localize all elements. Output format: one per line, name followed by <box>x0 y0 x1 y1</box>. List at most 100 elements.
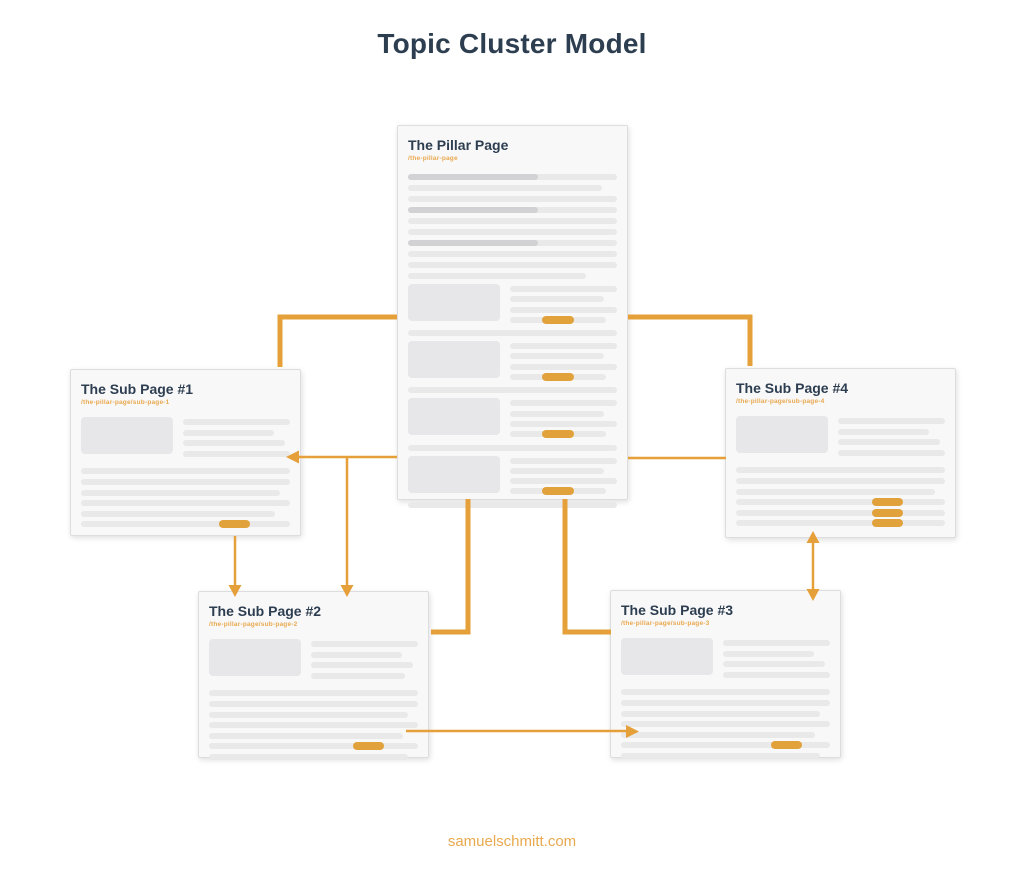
link-pill <box>871 498 903 507</box>
skeleton-line <box>838 428 929 435</box>
article-text-skeleton <box>183 417 290 461</box>
skeleton-line <box>81 520 290 529</box>
link-pill <box>541 373 574 382</box>
link-pill <box>541 430 574 439</box>
skeleton-line <box>408 262 617 268</box>
skeleton-line <box>408 273 586 279</box>
pillar-article-block <box>408 398 617 441</box>
skeleton-line <box>510 400 617 407</box>
skeleton-line <box>621 710 820 717</box>
article-text-skeleton <box>510 398 617 441</box>
sub-page-1-title: The Sub Page #1 <box>81 381 194 397</box>
skeleton-line <box>81 510 276 517</box>
skeleton-line <box>81 478 290 485</box>
article-text-skeleton <box>510 284 617 327</box>
article-block <box>621 638 830 682</box>
skeleton-line <box>311 651 402 658</box>
skeleton-line <box>408 240 617 246</box>
connector-pillar-to-sub2 <box>431 499 471 635</box>
skeleton-line <box>510 478 617 485</box>
skeleton-line <box>408 330 617 337</box>
skeleton-line <box>183 450 290 457</box>
sub-page-4-card: The Sub Page #4 /the-pillar-page/sub-pag… <box>725 368 956 538</box>
pillar-page-title: The Pillar Page <box>408 137 509 153</box>
skeleton-line <box>736 508 945 517</box>
sub-page-1-card: The Sub Page #1 /the-pillar-page/sub-pag… <box>70 369 301 536</box>
pillar-article-block <box>408 341 617 384</box>
skeleton-line <box>209 700 418 707</box>
sub-page-4-url: /the-pillar-page/sub-page-4 <box>736 398 825 405</box>
skeleton-line <box>408 501 617 508</box>
skeleton-line <box>311 672 406 679</box>
sub-page-3-url: /the-pillar-page/sub-page-3 <box>621 620 710 627</box>
skeleton-line <box>723 661 825 668</box>
image-placeholder <box>621 638 713 675</box>
image-placeholder <box>408 398 500 436</box>
skeleton-line <box>510 457 617 464</box>
skeleton-line <box>510 420 617 427</box>
skeleton-line <box>209 690 418 697</box>
skeleton-line <box>736 488 935 495</box>
sub-page-2-card: The Sub Page #2 /the-pillar-page/sub-pag… <box>198 591 429 760</box>
skeleton-line <box>736 498 945 507</box>
pillar-article-block <box>408 284 617 327</box>
pillar-text-skeleton <box>408 174 617 279</box>
skeleton-line <box>510 487 607 496</box>
skeleton-line <box>408 185 603 191</box>
skeleton-line <box>408 196 617 202</box>
skeleton-line <box>510 296 605 303</box>
article-text-skeleton <box>311 639 418 683</box>
connector-pillar-to-sub1 <box>277 314 397 367</box>
skeleton-line <box>510 353 605 360</box>
skeleton-line <box>209 742 418 751</box>
skeleton-line <box>408 174 617 180</box>
skeleton-line <box>510 373 607 382</box>
skeleton-line <box>838 439 940 446</box>
link-pill <box>541 487 574 496</box>
skeleton-line <box>723 671 830 678</box>
credit-link[interactable]: samuelschmitt.com <box>447 833 577 850</box>
link-pill <box>541 315 574 324</box>
skeleton-line <box>408 251 617 257</box>
image-placeholder <box>408 341 500 379</box>
skeleton-line <box>510 410 605 417</box>
link-pill <box>353 742 385 751</box>
image-placeholder <box>408 455 500 493</box>
skeleton-line <box>838 418 945 424</box>
skeleton-line <box>408 444 617 451</box>
sub-page-3-title: The Sub Page #3 <box>621 602 734 618</box>
article-block <box>209 639 418 683</box>
image-placeholder <box>209 639 301 676</box>
skeleton-line <box>81 500 290 507</box>
skeleton-line <box>311 641 418 647</box>
image-placeholder <box>736 416 828 453</box>
connector-pillar-to-sub3 <box>562 499 611 635</box>
article-text-skeleton <box>838 416 945 460</box>
skeleton-line <box>736 519 945 528</box>
image-placeholder <box>408 284 500 321</box>
skeleton-line <box>723 640 830 646</box>
skeleton-line <box>510 467 605 474</box>
link-pill <box>871 508 903 517</box>
link-pill <box>871 519 903 528</box>
skeleton-line <box>408 207 617 213</box>
connector-pillar-to-sub4 <box>628 314 753 366</box>
skeleton-line <box>510 343 617 350</box>
link-pill <box>218 520 250 529</box>
skeleton-line <box>209 753 408 760</box>
skeleton-line-dark <box>408 174 538 180</box>
skeleton-line <box>838 449 945 456</box>
skeleton-line <box>183 429 274 436</box>
skeleton-line <box>183 440 285 447</box>
skeleton-line <box>81 468 290 475</box>
skeleton-line <box>510 315 607 324</box>
article-block <box>81 417 290 461</box>
skeleton-line <box>209 732 404 739</box>
skeleton-line <box>408 229 617 235</box>
skeleton-line <box>311 662 413 669</box>
image-placeholder <box>81 417 173 454</box>
skeleton-line <box>621 689 830 696</box>
sub-page-2-title: The Sub Page #2 <box>209 603 322 619</box>
skeleton-line <box>621 699 830 706</box>
